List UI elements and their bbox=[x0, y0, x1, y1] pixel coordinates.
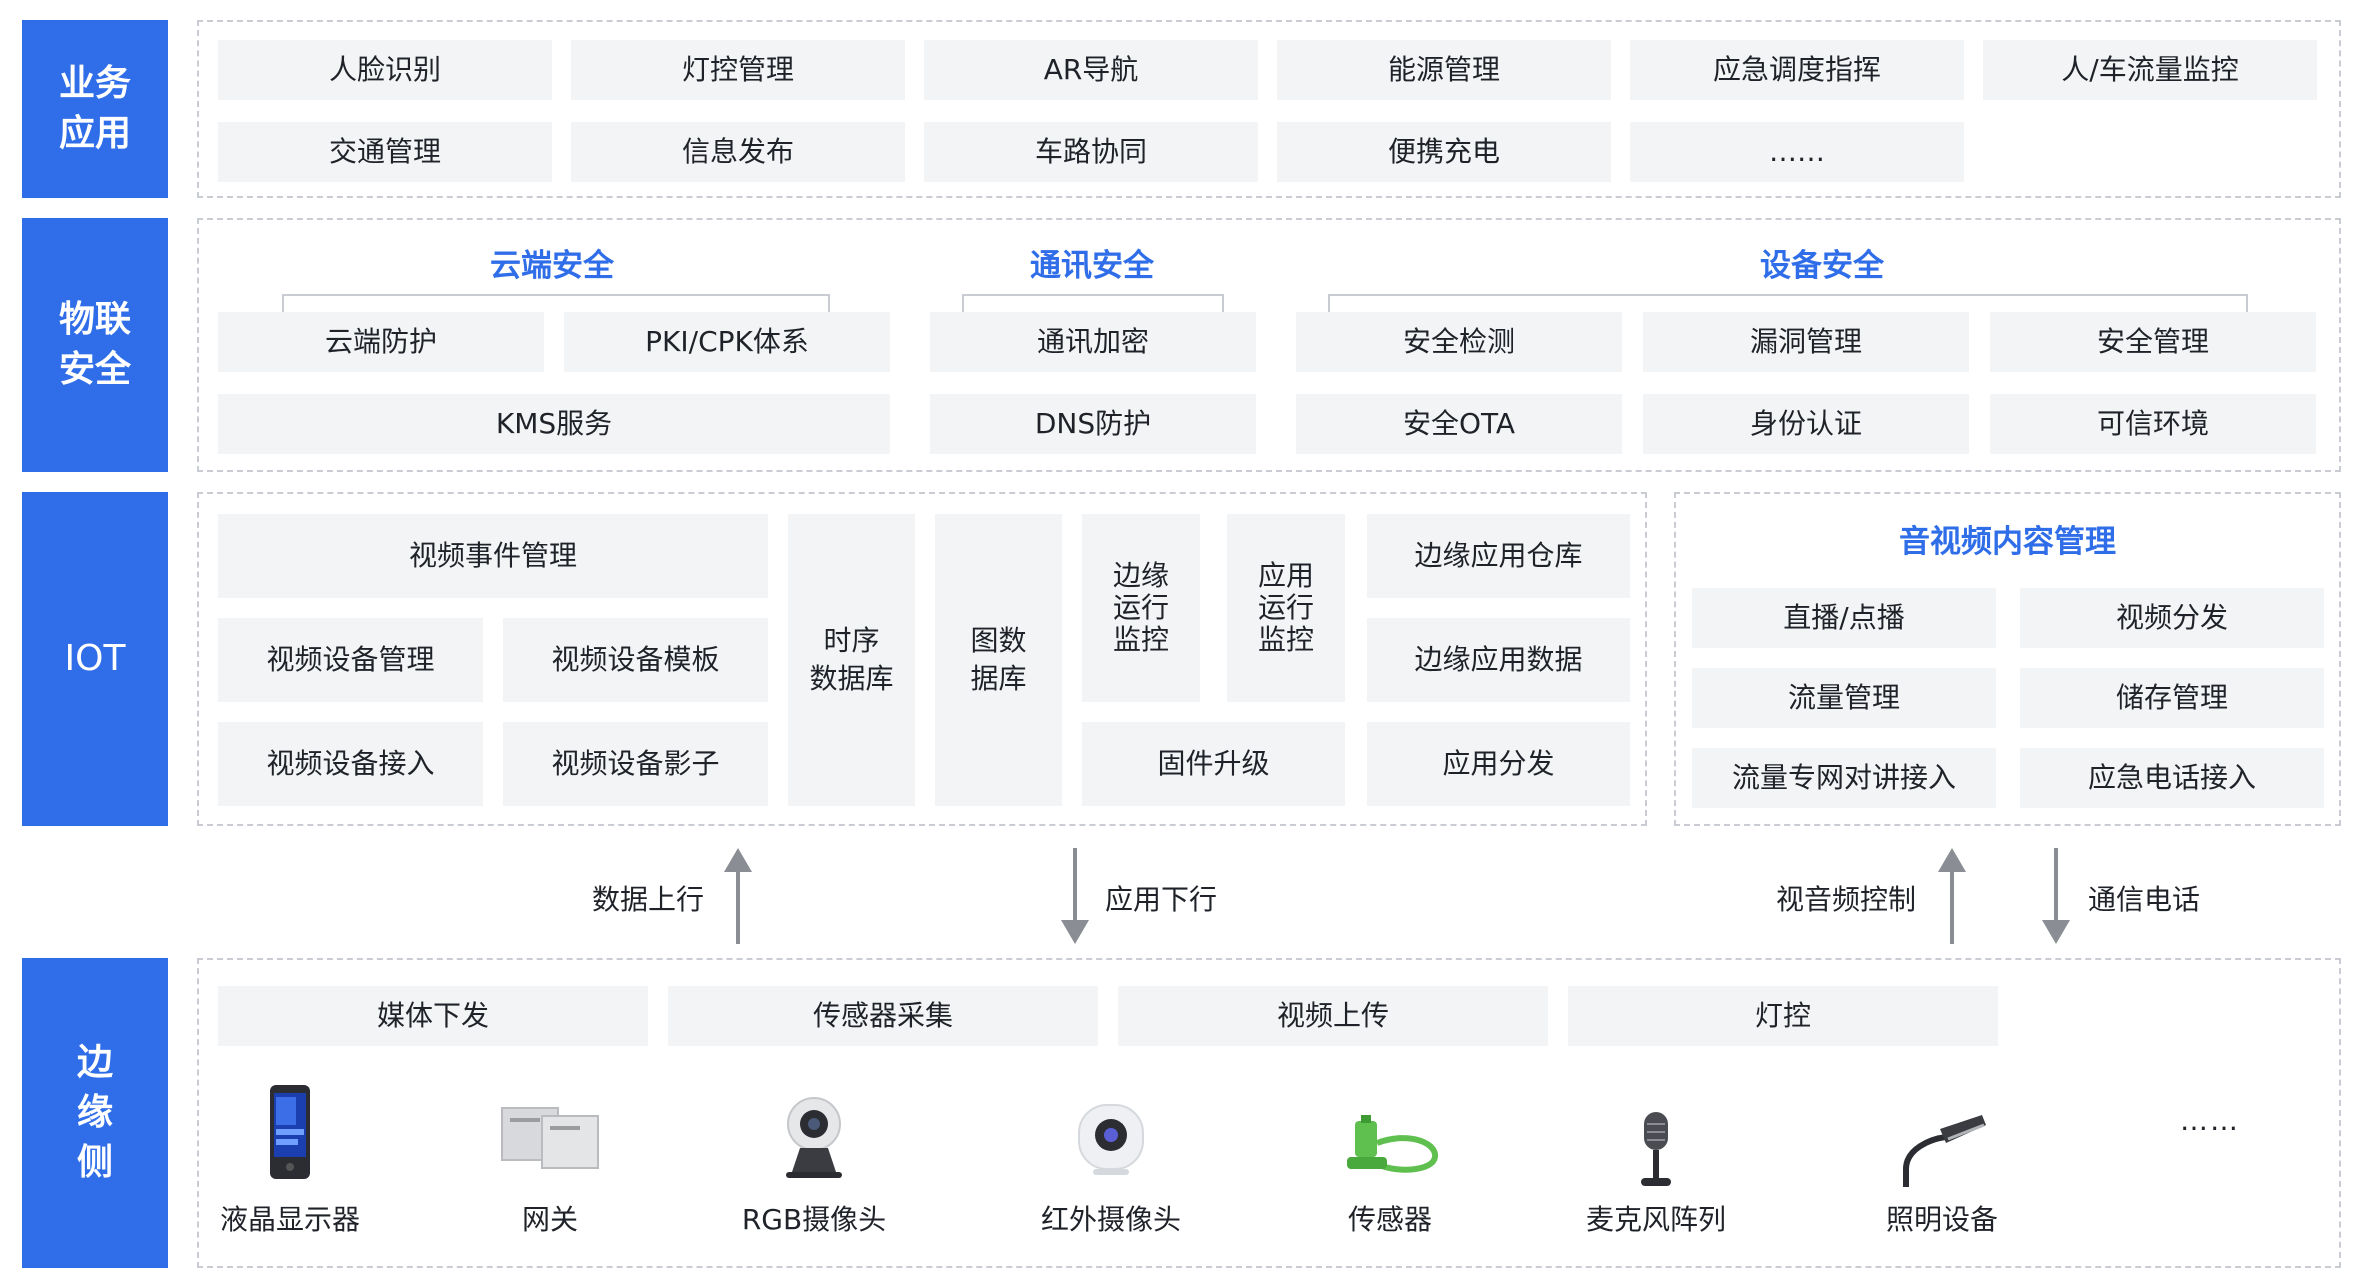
sensor-icon bbox=[1336, 1110, 1446, 1182]
bracket-device bbox=[1328, 294, 2248, 314]
app-item: 交通管理 bbox=[218, 122, 552, 182]
security-item: 可信环境 bbox=[1990, 394, 2316, 454]
security-item: 漏洞管理 bbox=[1643, 312, 1969, 372]
side-label-security: 物联 安全 bbox=[22, 218, 168, 472]
app-item: 车路协同 bbox=[924, 122, 1258, 182]
iot-item: 边缘 运行 监控 bbox=[1082, 514, 1200, 702]
edge-function: 视频上传 bbox=[1118, 986, 1548, 1046]
media-item: 流量专网对讲接入 bbox=[1692, 748, 1996, 808]
side-label-edge: 边 缘 侧 bbox=[22, 958, 168, 1268]
app-item: AR导航 bbox=[924, 40, 1258, 100]
app-item: 能源管理 bbox=[1277, 40, 1611, 100]
arrow-label: 视音频控制 bbox=[1776, 883, 1917, 916]
security-item: 身份认证 bbox=[1643, 394, 1969, 454]
arrow-label: 通信电话 bbox=[2088, 883, 2201, 916]
security-header-cloud: 云端安全 bbox=[490, 248, 614, 284]
arrows-layer bbox=[724, 848, 2070, 944]
device-label: 红外摄像头 bbox=[1040, 1203, 1181, 1236]
media-item: 流量管理 bbox=[1692, 668, 1996, 728]
media-item: 应急电话接入 bbox=[2020, 748, 2324, 808]
iot-item: 视频设备接入 bbox=[218, 722, 483, 806]
security-header-comm: 通讯安全 bbox=[1030, 248, 1154, 284]
media-panel-title: 音视频内容管理 bbox=[1899, 524, 2116, 560]
arrow-label: 数据上行 bbox=[592, 883, 705, 916]
iot-item: 视频设备模板 bbox=[503, 618, 768, 702]
lcd-display-icon bbox=[246, 1082, 334, 1182]
side-label-app: 业务 应用 bbox=[22, 20, 168, 198]
security-item: 通讯加密 bbox=[930, 312, 1256, 372]
iot-item: 应用 运行 监控 bbox=[1227, 514, 1345, 702]
edge-more: …… bbox=[2180, 1104, 2240, 1137]
iot-item: 时序 数据库 bbox=[788, 514, 915, 806]
edge-function: 灯控 bbox=[1568, 986, 1998, 1046]
security-item: KMS服务 bbox=[218, 394, 890, 454]
app-item: 人脸识别 bbox=[218, 40, 552, 100]
iot-item: 视频设备影子 bbox=[503, 722, 768, 806]
arrow-up-icon bbox=[724, 848, 752, 944]
iot-item: 图数 据库 bbox=[935, 514, 1062, 806]
side-label-iot: IOT bbox=[22, 492, 168, 826]
microphone-array-icon bbox=[1616, 1108, 1696, 1192]
iot-item: 边缘应用数据 bbox=[1367, 618, 1630, 702]
iot-item: 固件升级 bbox=[1082, 722, 1345, 806]
device-label: RGB摄像头 bbox=[741, 1203, 887, 1236]
iot-item: 应用分发 bbox=[1367, 722, 1630, 806]
device-label: 传感器 bbox=[1347, 1203, 1432, 1236]
app-item: 灯控管理 bbox=[571, 40, 905, 100]
app-item: 便携充电 bbox=[1277, 122, 1611, 182]
media-item: 视频分发 bbox=[2020, 588, 2324, 648]
app-item-more: …… bbox=[1630, 122, 1964, 182]
security-item: 安全管理 bbox=[1990, 312, 2316, 372]
app-item: 应急调度指挥 bbox=[1630, 40, 1964, 100]
app-item: 人/车流量监控 bbox=[1983, 40, 2317, 100]
iot-item: 视频事件管理 bbox=[218, 514, 768, 598]
rgb-camera-icon bbox=[764, 1090, 864, 1184]
app-item: 信息发布 bbox=[571, 122, 905, 182]
security-item: 安全OTA bbox=[1296, 394, 1622, 454]
edge-function: 传感器采集 bbox=[668, 986, 1098, 1046]
arrow-label: 应用下行 bbox=[1105, 883, 1218, 916]
arrow-down-icon bbox=[1061, 848, 1089, 944]
bracket-cloud bbox=[282, 294, 830, 314]
lighting-device-icon bbox=[1890, 1108, 1990, 1190]
security-item: 云端防护 bbox=[218, 312, 544, 372]
arrow-up-icon bbox=[1938, 848, 1966, 944]
media-item: 直播/点播 bbox=[1692, 588, 1996, 648]
infrared-camera-icon bbox=[1066, 1096, 1156, 1182]
gateway-icon bbox=[490, 1096, 610, 1176]
security-item: 安全检测 bbox=[1296, 312, 1622, 372]
security-header-device: 设备安全 bbox=[1760, 248, 1884, 284]
iot-item: 视频设备管理 bbox=[218, 618, 483, 702]
media-item: 储存管理 bbox=[2020, 668, 2324, 728]
security-item: DNS防护 bbox=[930, 394, 1256, 454]
device-label: 照明设备 bbox=[1885, 1203, 1998, 1236]
device-label: 网关 bbox=[521, 1203, 578, 1236]
security-item: PKI/CPK体系 bbox=[564, 312, 890, 372]
device-label: 液晶显示器 bbox=[219, 1203, 360, 1236]
device-label: 麦克风阵列 bbox=[1585, 1203, 1726, 1236]
iot-item: 边缘应用仓库 bbox=[1367, 514, 1630, 598]
edge-function: 媒体下发 bbox=[218, 986, 648, 1046]
bracket-comm bbox=[962, 294, 1224, 314]
arrow-down-icon bbox=[2042, 848, 2070, 944]
